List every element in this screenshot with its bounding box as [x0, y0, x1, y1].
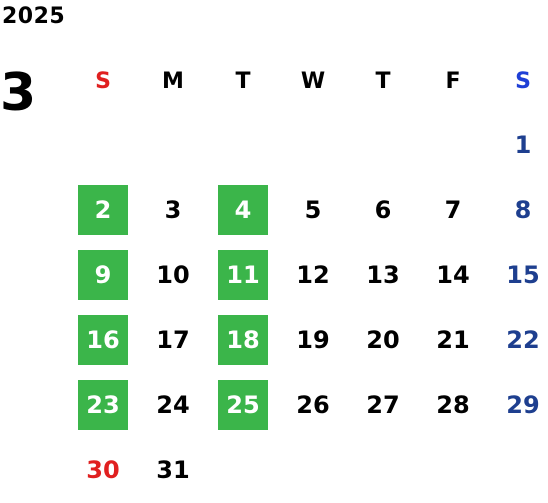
calendar-day[interactable]: 13: [348, 242, 418, 307]
calendar-day-label: 29: [506, 390, 540, 419]
calendar-day-label: 14: [436, 260, 470, 289]
calendar-day-label: 4: [218, 184, 268, 235]
calendar-day[interactable]: 23: [68, 372, 138, 437]
calendar-day-label: 16: [78, 314, 128, 365]
calendar-day-label: 5: [304, 195, 322, 224]
calendar-day[interactable]: 18: [208, 307, 278, 372]
calendar-day[interactable]: 25: [208, 372, 278, 437]
calendar-day-label: 30: [86, 455, 120, 484]
calendar-day[interactable]: 28: [418, 372, 488, 437]
calendar-day[interactable]: 14: [418, 242, 488, 307]
weekday-header: S: [515, 68, 531, 94]
calendar-day-label: 23: [78, 379, 128, 430]
weekday-header: T: [235, 68, 251, 94]
calendar-day-label: 7: [444, 195, 462, 224]
calendar-day[interactable]: 20: [348, 307, 418, 372]
calendar-day-label: 31: [156, 455, 190, 484]
calendar-day-label: 20: [366, 325, 400, 354]
calendar-day[interactable]: 3: [138, 177, 208, 242]
calendar-day-label: 15: [506, 260, 540, 289]
calendar-day[interactable]: 31: [138, 437, 208, 502]
calendar-day[interactable]: 11: [208, 242, 278, 307]
calendar-day-label: 26: [296, 390, 330, 419]
calendar-day[interactable]: 27: [348, 372, 418, 437]
calendar-day-label: 25: [218, 379, 268, 430]
calendar-day-label: 8: [514, 195, 532, 224]
calendar-day[interactable]: 30: [68, 437, 138, 502]
calendar-day[interactable]: 4: [208, 177, 278, 242]
calendar-day[interactable]: 1: [488, 112, 548, 177]
calendar-day[interactable]: 10: [138, 242, 208, 307]
weekday-header: T: [375, 68, 391, 94]
calendar-day-label: 28: [436, 390, 470, 419]
calendar-day[interactable]: 22: [488, 307, 548, 372]
calendar-day-label: 19: [296, 325, 330, 354]
calendar-day-label: 2: [78, 184, 128, 235]
calendar-month: 3: [0, 63, 37, 123]
calendar-day[interactable]: 17: [138, 307, 208, 372]
weekday-header: W: [300, 68, 326, 94]
calendar-day[interactable]: 9: [68, 242, 138, 307]
calendar-day-label: 6: [374, 195, 392, 224]
calendar-day[interactable]: 5: [278, 177, 348, 242]
calendar-day[interactable]: 7: [418, 177, 488, 242]
calendar-day[interactable]: 16: [68, 307, 138, 372]
calendar-day-label: 18: [218, 314, 268, 365]
calendar-day-label: 24: [156, 390, 190, 419]
calendar-day-label: 27: [366, 390, 400, 419]
weekday-header: S: [95, 68, 111, 94]
calendar-day-label: 11: [218, 249, 268, 300]
weekday-header: F: [445, 68, 461, 94]
calendar-year: 2025: [2, 4, 66, 29]
calendar-day-label: 13: [366, 260, 400, 289]
calendar-day[interactable]: 24: [138, 372, 208, 437]
calendar-day[interactable]: 2: [68, 177, 138, 242]
calendar-day-label: 3: [164, 195, 182, 224]
weekday-header: M: [162, 68, 184, 94]
calendar-day-label: 22: [506, 325, 540, 354]
calendar-day-label: 21: [436, 325, 470, 354]
calendar-day[interactable]: 12: [278, 242, 348, 307]
calendar-day[interactable]: 15: [488, 242, 548, 307]
calendar-day-label: 17: [156, 325, 190, 354]
calendar-day-label: 10: [156, 260, 190, 289]
calendar-day[interactable]: 19: [278, 307, 348, 372]
calendar-day[interactable]: 8: [488, 177, 548, 242]
calendar-day[interactable]: 26: [278, 372, 348, 437]
calendar-day[interactable]: 21: [418, 307, 488, 372]
calendar-day[interactable]: 6: [348, 177, 418, 242]
calendar-day[interactable]: 29: [488, 372, 548, 437]
calendar-day-label: 1: [514, 130, 532, 159]
calendar-day-label: 9: [78, 249, 128, 300]
calendar-day-label: 12: [296, 260, 330, 289]
